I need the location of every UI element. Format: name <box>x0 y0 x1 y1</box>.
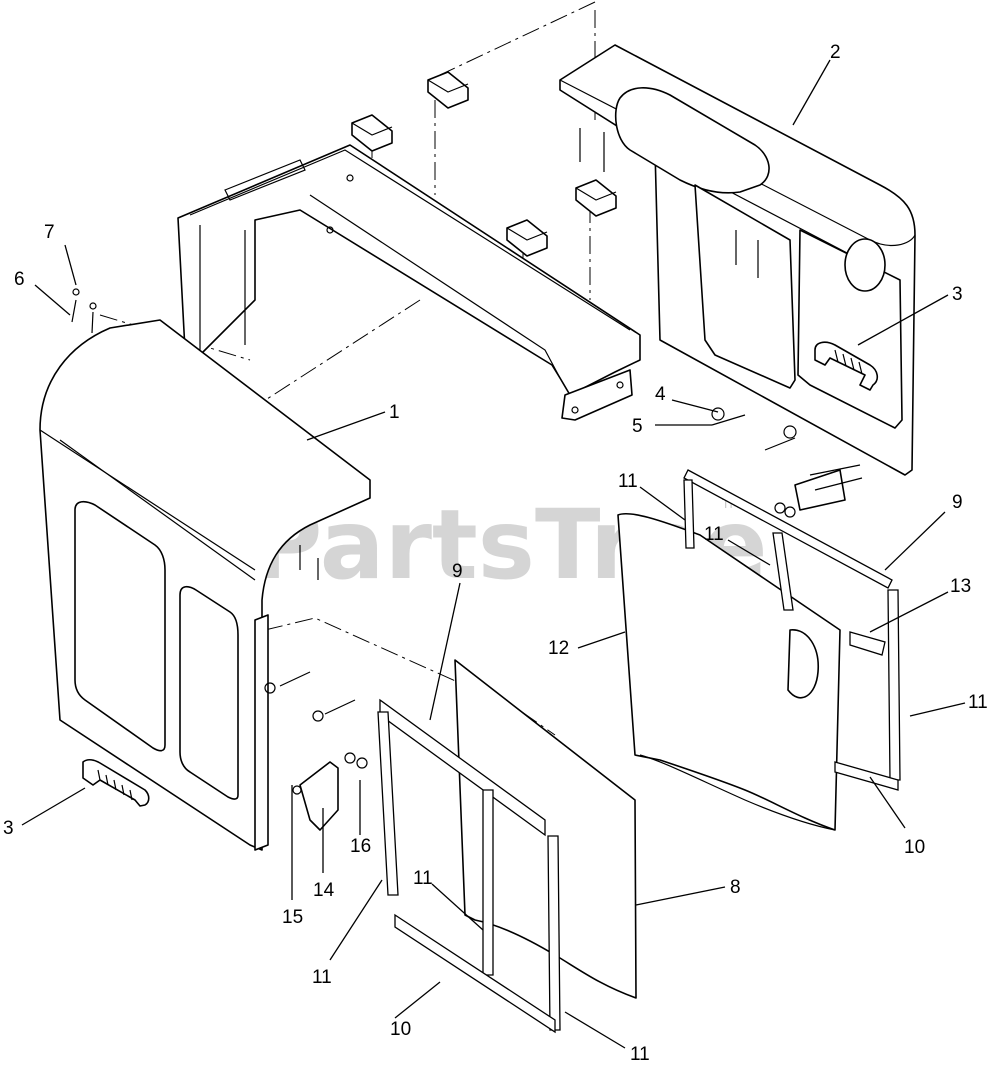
callout-2-side-panel: 2 <box>830 42 841 63</box>
callout-14-bracket: 14 <box>313 880 335 901</box>
callout-8-insulation: 8 <box>730 877 741 898</box>
callout-labels: 1 2 3 3 4 5 6 7 8 9 9 10 10 11 11 11 11 … <box>3 42 988 1065</box>
callout-1-side-panel: 1 <box>389 402 400 423</box>
bumper-blocks <box>351 71 617 257</box>
callout-7-washer: 7 <box>44 222 55 243</box>
left-side-panel <box>39 319 371 851</box>
callout-3-handle-right: 3 <box>952 284 963 305</box>
callout-11-a: 11 <box>618 471 638 492</box>
callout-12-insulation: 12 <box>548 638 569 659</box>
leader-lines <box>21 59 966 1049</box>
fasteners <box>71 128 863 831</box>
callout-4-washer: 4 <box>655 384 666 405</box>
lower-insulation-pads <box>377 659 637 1034</box>
callout-11-f: 11 <box>630 1044 650 1065</box>
callout-11-b: 11 <box>704 524 724 545</box>
callout-9-strip-lower: 9 <box>452 561 463 582</box>
callout-10-strip-right: 10 <box>904 837 925 858</box>
alignment-lines <box>99 1 596 736</box>
callout-9-strip-right: 9 <box>952 492 963 513</box>
callout-11-c: 11 <box>968 692 988 713</box>
callout-13-strip: 13 <box>950 576 971 597</box>
callout-11-d: 11 <box>413 868 433 889</box>
callout-16-nut: 16 <box>350 836 371 857</box>
callout-6-screw: 6 <box>14 269 25 290</box>
callout-11-e: 11 <box>312 967 332 988</box>
support-frame <box>177 144 641 421</box>
callout-3-handle-left: 3 <box>3 818 14 839</box>
callout-5-screw: 5 <box>632 416 643 437</box>
callout-10-strip-lower: 10 <box>390 1019 411 1040</box>
right-side-panel <box>559 44 916 476</box>
right-insulation-pads <box>617 469 901 831</box>
callout-15-bolt: 15 <box>282 907 303 928</box>
